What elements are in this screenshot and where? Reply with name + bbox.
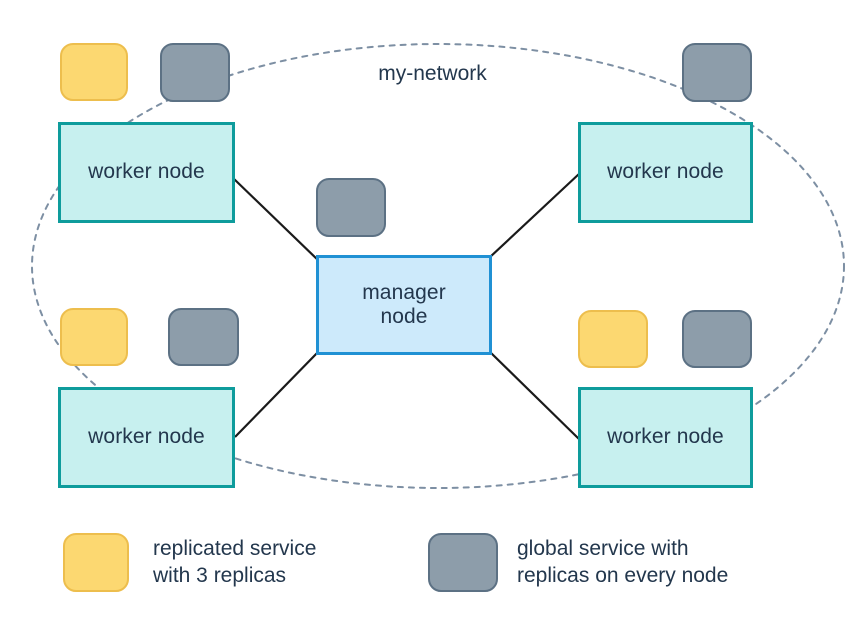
worker-node-bottom-right: worker node <box>578 387 753 488</box>
legend-label-replicated-service: replicated service with 3 replicas <box>153 536 317 587</box>
worker-node-top-left: worker node <box>58 122 235 223</box>
legend-swatch-replicated-service <box>63 533 129 592</box>
worker-node-top-right: worker node <box>578 122 753 223</box>
connector-lines <box>232 172 581 441</box>
connector-manager-to-worker-bottom-right <box>488 350 581 441</box>
global-service-chip-bottom-left <box>168 308 239 366</box>
network-boundary-ellipse <box>31 43 845 489</box>
connector-manager-to-worker-top-left <box>232 177 321 263</box>
global-service-chip-bottom-right <box>682 310 752 368</box>
manager-node: manager node <box>316 255 492 355</box>
legend-swatch-global-service <box>428 533 498 592</box>
connector-manager-to-worker-top-right <box>488 172 581 259</box>
legend-item-replicated-service: replicated service with 3 replicas <box>63 533 316 592</box>
replicated-service-chip-bottom-left <box>60 308 128 366</box>
legend-item-global-service: global service with replicas on every no… <box>428 533 728 592</box>
worker-node-bottom-left: worker node <box>58 387 235 488</box>
network-name-label: my-network <box>378 62 487 85</box>
global-service-chip-top-left <box>160 43 230 102</box>
global-service-chip-center <box>316 178 386 237</box>
global-service-chip-top-right <box>682 43 752 102</box>
replicated-service-chip-bottom-right <box>578 310 648 368</box>
legend-label-global-service: global service with replicas on every no… <box>517 536 729 587</box>
connector-manager-to-worker-bottom-left <box>234 349 321 438</box>
replicated-service-chip-top-left <box>60 43 128 101</box>
